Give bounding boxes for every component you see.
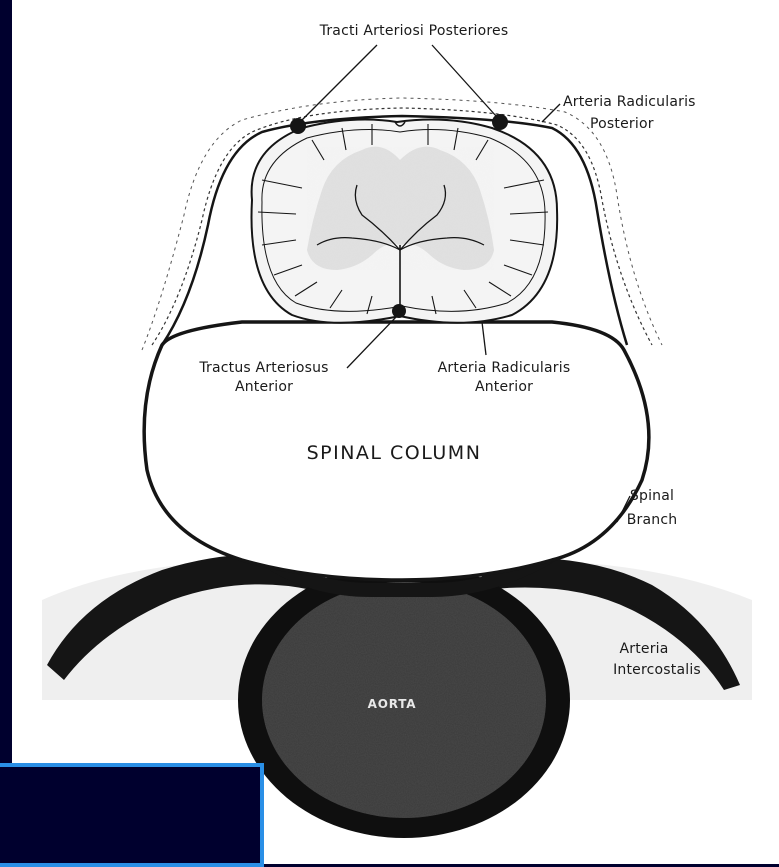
label-tractus-anterior-2: Anterior [235,379,293,395]
label-spinal-branch-2: Branch [627,512,678,528]
posterior-tract-left [290,118,306,134]
label-radicularis-posterior-2: Posterior [590,116,654,132]
label-spinal-branch-1: Spinal [630,488,674,504]
label-intercostalis-2: Intercostalis [613,662,701,678]
label-intercostalis-1: Arteria [619,641,668,657]
label-tractus-anterior-1: Tractus Arteriosus [198,360,328,376]
label-radicularis-anterior-2: Anterior [475,379,533,395]
anterior-tract [392,304,406,318]
posterior-tract-right [492,114,508,130]
anatomy-diagram: Tracti Arteriosi Posteriores Arteria Rad… [12,0,779,864]
label-tracti-posteriores: Tracti Arteriosi Posteriores [319,23,509,39]
spinal-cord [252,120,558,323]
caption-box [0,763,264,867]
diagram-svg: Tracti Arteriosi Posteriores Arteria Rad… [12,0,779,864]
label-radicularis-anterior-1: Arteria Radicularis [438,360,571,376]
label-radicularis-posterior-1: Arteria Radicularis [563,94,696,110]
label-aorta: AORTA [368,697,417,711]
label-spinal-column: SPINAL COLUMN [307,442,482,464]
